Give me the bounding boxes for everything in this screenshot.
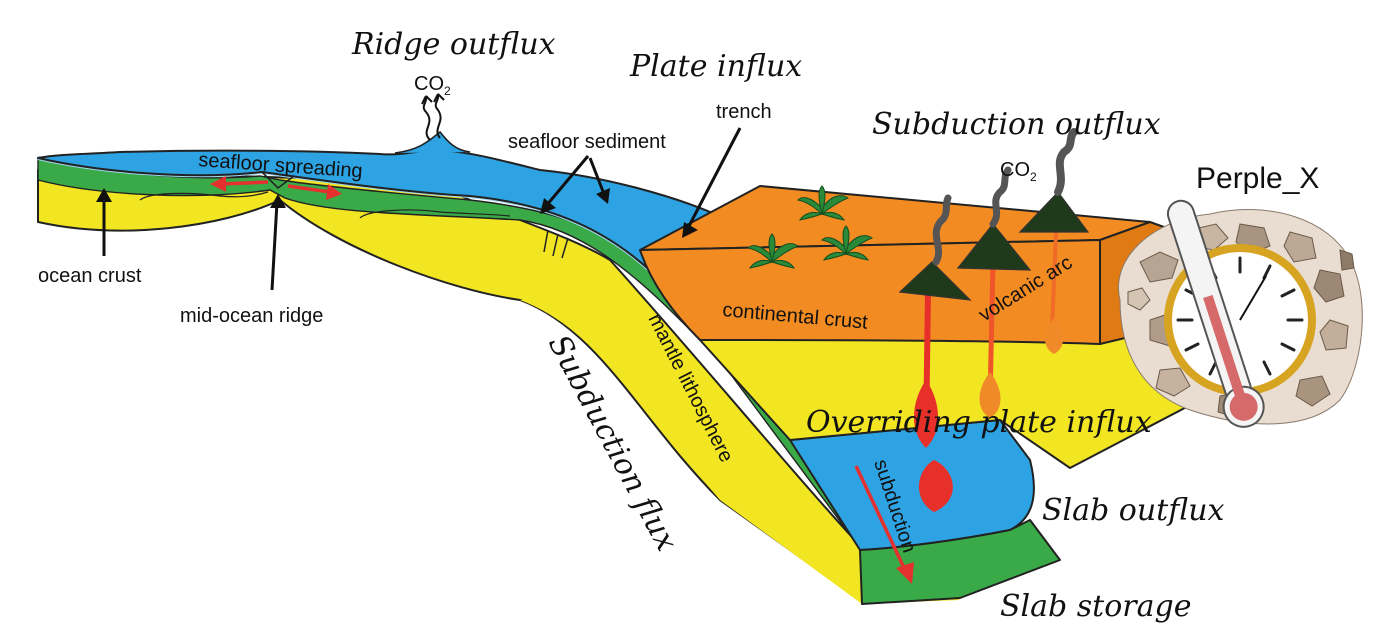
magma-blob-4 [1045,318,1063,354]
subduction-outflux-label: Subduction outflux [872,107,1161,142]
volcano-3 [1018,191,1090,233]
mid-ocean-ridge-notch [261,171,295,190]
ocean-crust-arrow [96,188,112,256]
spreading-arrow-right [287,184,342,200]
seafloor-sediment-label: seafloor sediment [508,131,666,153]
ridge-outflux-label: Ridge outflux [351,27,556,62]
overriding-plate-influx-label: Overriding plate influx [806,405,1152,440]
subduction-arrow [854,465,914,584]
slab-storage-label: Slab storage [1000,589,1191,624]
magma-blob-2 [918,460,953,512]
slab-outflux-label: Slab outflux [1042,493,1225,528]
mid-ocean-ridge-arrow [270,194,286,291]
volcano-2 [956,223,1032,271]
ocean-crust-label: ocean crust [38,265,142,287]
plant-1 [796,185,850,221]
volcano-1 [898,261,972,301]
smoke-3 [1054,128,1078,196]
mid-ocean-ridge-label: mid-ocean ridge [180,305,323,327]
spreading-arrow-left [210,176,269,192]
co2-ridge-label: CO2 [414,73,451,98]
sediment-arrow-2 [588,157,610,204]
slab-mantle-body [520,300,960,604]
magma-blob-3 [979,372,1001,418]
co2-ridge-wiggles [421,93,445,141]
plant-3 [820,225,874,261]
perple-x-label: Perple_X [1196,162,1319,195]
plate-influx-label: Plate influx [629,49,802,84]
smoke-2 [989,166,1012,228]
sediment-marks [543,229,569,259]
smoke-1 [932,194,952,266]
plant-2 [746,233,800,269]
magma-blob-1 [913,380,939,448]
trench-arrow [682,127,742,238]
ridge-bump [394,130,471,154]
crust-bump-left [139,191,269,201]
sediment-arrow-1 [540,155,590,214]
trench-label: trench [716,101,772,123]
subducted-slab-crust [859,519,1061,605]
crust-bump-right [359,209,511,219]
co2-arc-label: CO2 [1000,159,1037,184]
magma-channel-3 [1050,231,1058,331]
ocean-water-layer [37,149,733,281]
thermometer-icon [1166,199,1265,428]
